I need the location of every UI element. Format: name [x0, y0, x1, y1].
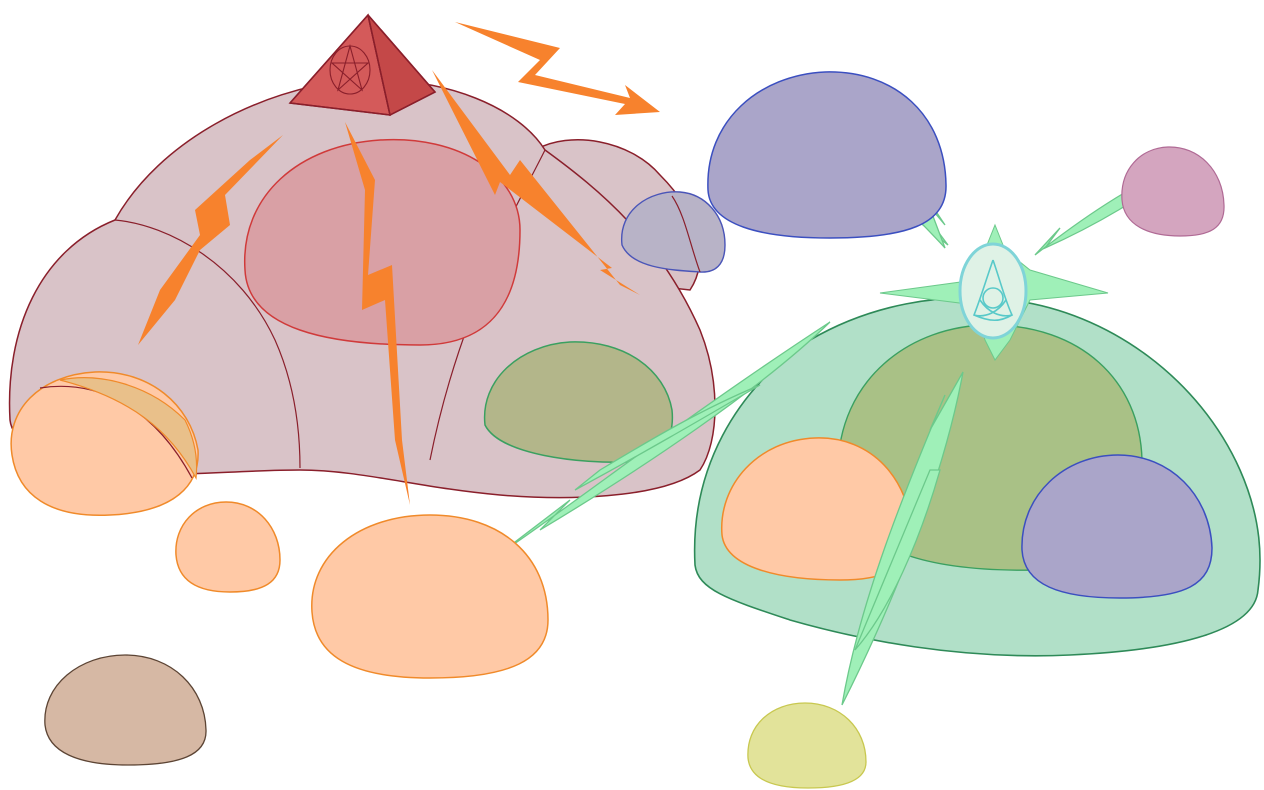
mauve-dome [1122, 147, 1224, 236]
lightning-arrow-1 [455, 22, 660, 115]
purple-dome-top [708, 72, 946, 238]
emblem-oval [960, 244, 1026, 338]
brown-dome [45, 655, 206, 765]
peach-dome-large [312, 515, 548, 678]
pyramid [290, 15, 435, 115]
yellow-dome [748, 703, 866, 788]
peach-dome-small [176, 502, 280, 592]
left-cluster [10, 15, 725, 515]
